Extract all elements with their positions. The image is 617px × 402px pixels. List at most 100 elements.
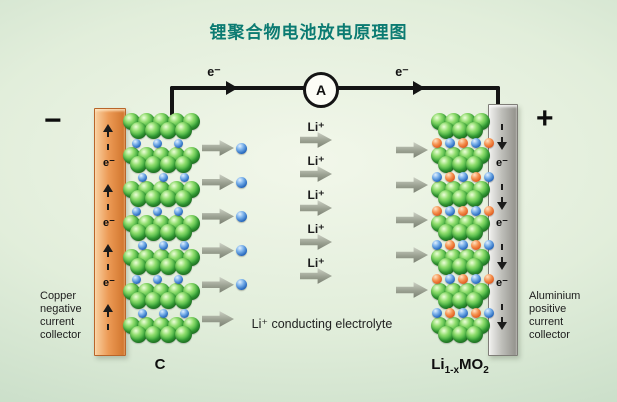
- electron-flow-arrowhead: [497, 262, 507, 270]
- lithium-ion-label: Li⁺: [307, 154, 325, 168]
- lithium-ion: [471, 274, 481, 284]
- electron-label: e⁻: [496, 157, 508, 169]
- oxide-atom: [437, 223, 455, 241]
- lithium-ion: [179, 308, 189, 318]
- electron-label: e⁻: [103, 217, 115, 229]
- carbon-atom: [144, 291, 162, 309]
- metal-atom: [432, 274, 442, 284]
- electron-flow-arrowhead-right: [413, 81, 425, 95]
- caption-line: current: [529, 316, 564, 328]
- cathode-formula-subscript: 2: [483, 365, 489, 376]
- metal-atom: [432, 206, 442, 216]
- electron-flow-line: [501, 184, 503, 203]
- lithium-ion: [235, 176, 247, 188]
- electron-flow-line: [107, 311, 109, 330]
- lithium-ion: [235, 210, 247, 222]
- carbon-atom: [129, 291, 147, 309]
- oxide-atom: [451, 223, 469, 241]
- lithium-ion: [432, 240, 442, 250]
- diagram-title: 锂聚合物电池放电原理图: [209, 23, 408, 42]
- electron-label-top-left: e⁻: [207, 65, 221, 79]
- caption-line: Copper: [40, 290, 77, 302]
- cathode-formula-subscript: 1-x: [444, 365, 460, 376]
- lithium-ion: [131, 274, 141, 284]
- oxide-atom: [465, 223, 483, 241]
- metal-atom: [471, 240, 481, 250]
- oxide-atom: [465, 121, 483, 139]
- metal-atom: [471, 172, 481, 182]
- lithium-ion: [173, 206, 183, 216]
- carbon-atom: [159, 189, 177, 207]
- lithium-ion: [179, 172, 189, 182]
- positive-terminal-sign: +: [536, 102, 554, 135]
- aluminium-collector-caption: Aluminium positive current collector: [529, 290, 580, 342]
- lithium-ion: [137, 172, 147, 182]
- electron-flow-arrowhead: [103, 304, 113, 312]
- metal-atom: [484, 274, 494, 284]
- oxide-atom: [465, 257, 483, 275]
- lithium-ion-label: Li⁺: [307, 188, 325, 202]
- lithium-ion: [137, 308, 147, 318]
- li-flow-arrow: [396, 177, 428, 193]
- electron-label: e⁻: [496, 217, 508, 229]
- carbon-atom: [144, 121, 162, 139]
- metal-atom: [445, 308, 455, 318]
- lithium-ion: [471, 206, 481, 216]
- carbon-atom: [174, 325, 192, 343]
- li-flow-arrow: [202, 242, 234, 259]
- metal-atom: [458, 274, 468, 284]
- metal-atom: [445, 172, 455, 182]
- carbon-atom: [159, 325, 177, 343]
- lithium-ion: [458, 308, 468, 318]
- electron-label: e⁻: [496, 277, 508, 289]
- carbon-atom: [144, 223, 162, 241]
- carbon-atom: [174, 155, 192, 173]
- lithium-ion: [152, 206, 162, 216]
- ammeter: A: [303, 72, 339, 108]
- carbon-atom: [159, 223, 177, 241]
- lithium-ion: [484, 172, 494, 182]
- electrolyte-label: Li⁺ conducting electrolyte: [251, 317, 393, 331]
- anode-label: C: [154, 356, 166, 373]
- li-flow-arrow: [202, 140, 234, 156]
- lithium-ion: [432, 308, 442, 318]
- cathode-formula-base: MO: [459, 356, 484, 373]
- carbon-atom: [144, 189, 162, 207]
- lithium-ion: [235, 245, 247, 257]
- negative-terminal-sign: −: [44, 104, 62, 137]
- oxide-atom: [437, 189, 455, 207]
- carbon-atom: [129, 155, 147, 173]
- lithium-ion-label: Li⁺: [307, 256, 325, 270]
- circuit-wire-right: [496, 86, 500, 110]
- electron-flow-arrowhead: [103, 124, 113, 132]
- caption-line: positive: [529, 303, 567, 315]
- carbon-atom: [159, 291, 177, 309]
- lithium-ion-label: Li⁺: [307, 120, 325, 134]
- ammeter-label: A: [315, 82, 327, 98]
- carbon-atom: [174, 223, 192, 241]
- carbon-atom: [144, 155, 162, 173]
- li-flow-arrow: [396, 282, 428, 298]
- electron-flow-line: [501, 244, 503, 263]
- electron-label: e⁻: [103, 277, 115, 289]
- oxide-atom: [465, 189, 483, 207]
- oxide-atom: [451, 189, 469, 207]
- electron-flow-line: [107, 251, 109, 270]
- metal-atom: [458, 206, 468, 216]
- oxide-atom: [437, 291, 455, 309]
- oxide-atom: [451, 291, 469, 309]
- lithium-ion-label: Li⁺: [307, 222, 325, 236]
- lithium-ion: [152, 274, 162, 284]
- caption-line: current: [40, 316, 75, 328]
- lithium-ion: [458, 240, 468, 250]
- li-flow-arrow: [202, 276, 234, 293]
- li-flow-arrow: [396, 247, 428, 263]
- metal-atom: [471, 308, 481, 318]
- electron-flow-arrowhead: [103, 244, 113, 252]
- electron-flow-arrowhead: [103, 184, 113, 192]
- lithium-ion: [137, 240, 147, 250]
- caption-line: collector: [40, 329, 81, 341]
- electron-flow-arrowhead: [497, 142, 507, 150]
- electron-label: e⁻: [103, 157, 115, 169]
